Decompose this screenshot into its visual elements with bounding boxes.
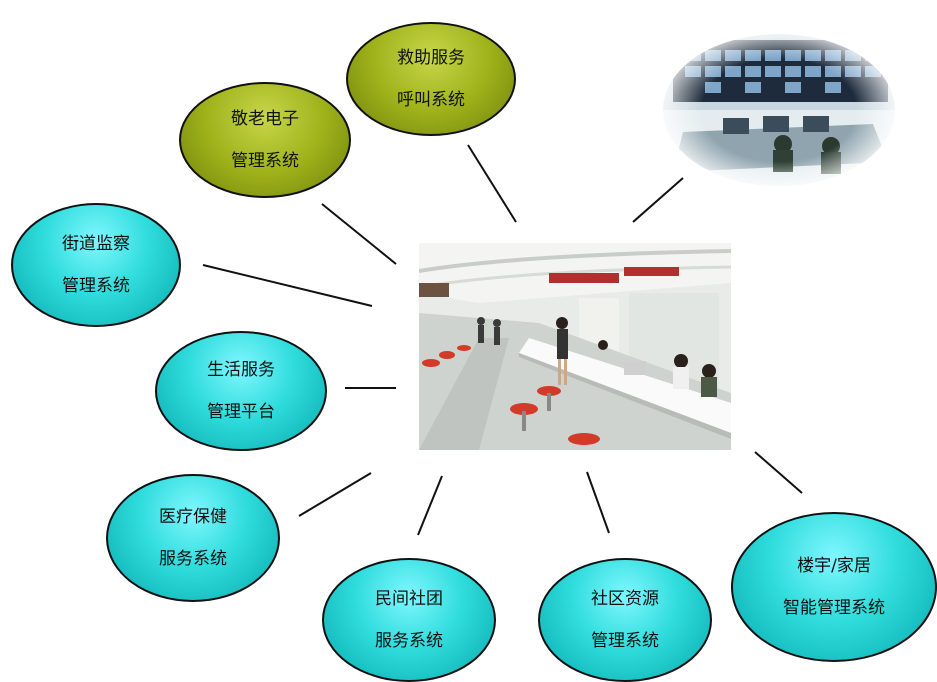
node-life-line1: 生活服务 bbox=[207, 360, 275, 380]
node-resource-line1: 社区资源 bbox=[591, 589, 659, 609]
node-medical-service: 医疗保健 服务系统 bbox=[106, 474, 280, 602]
connector-monitor bbox=[632, 177, 684, 223]
connector-resource bbox=[586, 471, 610, 534]
connector-street bbox=[202, 264, 373, 307]
node-street-supervision: 街道监察 管理系统 bbox=[11, 203, 181, 327]
monitoring-center-photo bbox=[663, 32, 896, 188]
node-elderly-management: 敬老电子 管理系统 bbox=[179, 82, 351, 198]
node-street-line2: 管理系统 bbox=[62, 276, 130, 296]
connector-medical bbox=[298, 472, 372, 517]
connector-lines bbox=[202, 144, 803, 536]
node-elderly-line2: 管理系统 bbox=[231, 151, 299, 171]
node-community-group-service: 民间社团 服务系统 bbox=[322, 558, 496, 682]
node-smart-building-home: 楼宇/家居 智能管理系统 bbox=[731, 512, 937, 662]
node-street-line1: 街道监察 bbox=[62, 234, 130, 254]
node-medical-line1: 医疗保健 bbox=[159, 507, 227, 527]
connector-rescue bbox=[467, 144, 517, 223]
connector-community bbox=[417, 475, 443, 536]
node-community-line2: 服务系统 bbox=[375, 631, 443, 651]
node-rescue-call-system: 救助服务 呼叫系统 bbox=[346, 22, 516, 136]
node-elderly-line1: 敬老电子 bbox=[231, 109, 299, 129]
node-smart-line1: 楼宇/家居 bbox=[797, 556, 871, 576]
node-life-line2: 管理平台 bbox=[207, 402, 275, 422]
node-community-line1: 民间社团 bbox=[375, 589, 443, 609]
connector-elderly bbox=[321, 203, 397, 265]
node-smart-line2: 智能管理系统 bbox=[783, 598, 885, 618]
node-life-service-platform: 生活服务 管理平台 bbox=[155, 331, 327, 451]
node-rescue-line1: 救助服务 bbox=[397, 48, 465, 68]
connector-smart bbox=[754, 451, 803, 494]
node-medical-line2: 服务系统 bbox=[159, 549, 227, 569]
node-rescue-line2: 呼叫系统 bbox=[397, 90, 465, 110]
node-community-resource: 社区资源 管理系统 bbox=[538, 558, 712, 682]
node-resource-line2: 管理系统 bbox=[591, 631, 659, 651]
service-hall-photo bbox=[419, 243, 731, 450]
